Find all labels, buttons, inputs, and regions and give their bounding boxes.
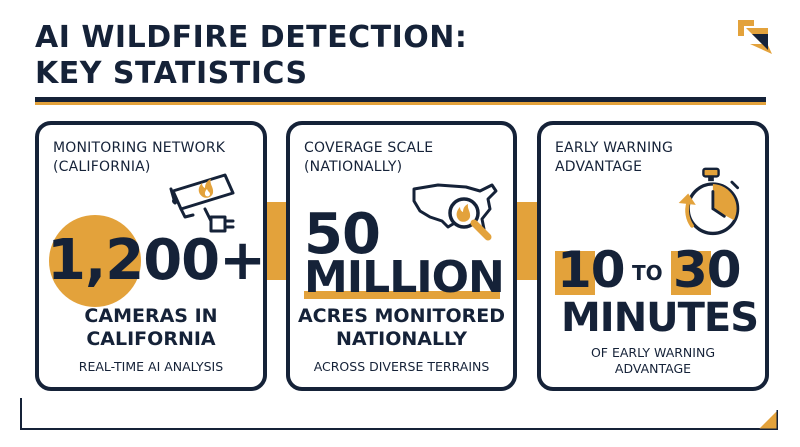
bottom-left-tick	[20, 398, 22, 430]
stat-value-from: 10	[557, 241, 626, 299]
card-label: COVERAGE SCALE (NATIONALLY)	[304, 139, 513, 177]
title-line-2: KEY STATISTICS	[35, 56, 308, 91]
card-label-line-1: EARLY WARNING	[555, 140, 673, 156]
value-highlight-bar	[304, 291, 500, 299]
title-underline	[35, 97, 766, 102]
stat-value-number: 50	[304, 202, 381, 267]
stat-value-to: 30	[673, 241, 742, 299]
us-map-magnifier-icon	[412, 183, 498, 241]
card-label: MONITORING NETWORK (CALIFORNIA)	[53, 139, 263, 177]
stat-note-line-1: OF EARLY WARNING	[590, 345, 716, 360]
stat-note-line-2: ADVANTAGE	[614, 361, 692, 376]
card-label-line-1: COVERAGE SCALE	[304, 140, 434, 156]
title-underline-accent	[35, 102, 766, 105]
stat-value-connector: TO	[632, 261, 663, 285]
stat-note: REAL-TIME AI ANALYSIS	[78, 359, 224, 374]
stat-card-coverage: COVERAGE SCALE (NATIONALLY) 50 MILLION A…	[286, 121, 517, 391]
highlight-circle	[49, 215, 141, 307]
stat-card-warning: EARLY WARNING ADVANTAGE 10 TO 30 MINUTES…	[537, 121, 769, 391]
value-highlight-block-left	[555, 251, 595, 295]
card-label-line-1: MONITORING NETWORK	[53, 140, 226, 156]
card-label-line-2: (CALIFORNIA)	[53, 159, 151, 175]
title-line-1: AI WILDFIRE DETECTION:	[35, 20, 468, 55]
stat-subtitle: CAMERAS IN CALIFORNIA	[39, 305, 263, 351]
stat-value-unit: MINUTES	[561, 295, 759, 341]
security-camera-fire-icon	[169, 173, 235, 233]
stat-value: 1,200+	[47, 228, 266, 293]
stat-note: ACROSS DIVERSE TERRAINS	[313, 359, 490, 374]
stat-subtitle: ACRES MONITORED NATIONALLY	[290, 305, 513, 351]
stat-subtitle-line-2: NATIONALLY	[336, 328, 467, 350]
page-title: AI WILDFIRE DETECTION: KEY STATISTICS	[35, 20, 467, 92]
card-label-line-2: ADVANTAGE	[555, 159, 643, 175]
card-label-line-2: (NATIONALLY)	[304, 159, 403, 175]
stat-value-word: MILLION	[304, 252, 505, 303]
stat-subtitle-line-1: ACRES MONITORED	[297, 305, 506, 327]
stat-note: OF EARLY WARNING ADVANTAGE	[541, 345, 765, 377]
stat-card-cameras: MONITORING NETWORK (CALIFORNIA) 1,200+ C…	[35, 121, 267, 391]
bottom-corner-accent-icon	[758, 410, 778, 430]
stat-subtitle-line-2: CALIFORNIA	[86, 328, 216, 350]
stopwatch-arrow-icon	[678, 167, 740, 236]
card-label: EARLY WARNING ADVANTAGE	[555, 139, 765, 177]
value-highlight-block-right	[671, 251, 711, 295]
corner-arrow-logo-icon	[738, 20, 772, 54]
stat-subtitle-line-1: CAMERAS IN	[84, 305, 218, 327]
bottom-rule	[20, 428, 778, 430]
